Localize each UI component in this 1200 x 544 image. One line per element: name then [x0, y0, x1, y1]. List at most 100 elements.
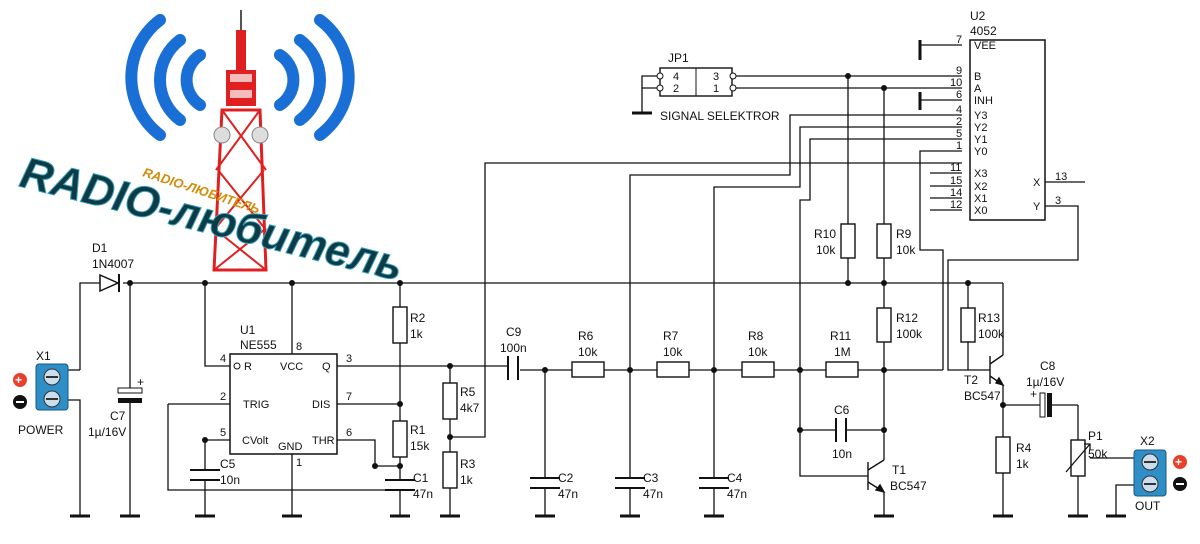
u1-pin-r: R [244, 361, 252, 373]
r8-value: 10k [748, 345, 768, 359]
jumper-jp1: JP1 4 2 3 1 SIGNAL SELEKTROR [656, 51, 780, 123]
component-labels: C5 10n R2 1k R1 15k C1 47n R5 4k7 R3 1k … [220, 227, 1108, 501]
u2-pin-number: 9 [956, 65, 962, 77]
r11-ref: R11 [830, 329, 851, 343]
r12-value: 100k [896, 327, 923, 341]
u1-pin-q: Q [322, 361, 331, 373]
c6-ref: C6 [834, 403, 850, 417]
d1-ref: D1 [92, 241, 108, 255]
r1-value: 15k [410, 439, 430, 453]
jp1-pin-number: 1 [713, 83, 719, 95]
p1-value: 50k [1088, 447, 1108, 461]
c5-value: 10n [220, 473, 240, 487]
resistor-r11 [825, 361, 859, 378]
u2-pin-x3: X3 [974, 168, 987, 180]
r10-ref: R10 [814, 227, 836, 241]
u2-pin-number: 3 [1055, 195, 1061, 207]
x2-ref: X2 [1140, 434, 1155, 448]
u2-pin-number: 6 [956, 89, 962, 101]
c2-value: 47n [558, 487, 578, 501]
r13-value: 100k [978, 327, 1005, 341]
u2-pin-y3: Y3 [974, 110, 987, 122]
resistor-r13 [960, 307, 976, 343]
r5-value: 4k7 [460, 401, 480, 415]
c4-ref: C4 [727, 471, 743, 485]
jp1-pin-number: 2 [673, 83, 679, 95]
r4-value: 1k [1016, 457, 1030, 471]
u2-pin-number: 2 [956, 116, 962, 128]
diode-d1: D1 1N4007 [92, 241, 134, 293]
c3-value: 47n [643, 487, 663, 501]
r1-ref: R1 [410, 423, 426, 437]
c8-ref: C8 [1040, 359, 1056, 373]
c9-value: 100n [500, 341, 527, 355]
u2-pin-x: X [1033, 177, 1041, 189]
u2-pin-number: 7 [956, 34, 962, 46]
r4-ref: R4 [1016, 441, 1032, 455]
u2-pin-number: 13 [1055, 171, 1067, 183]
u2-pin-number: 14 [950, 187, 962, 199]
logo-title: RADIO-любитель [16, 148, 409, 290]
c3-ref: C3 [643, 471, 659, 485]
logo: RADIO-ЛЮБИТЕЛЬ RADIO-любитель [15, 10, 409, 291]
u2-part: 4052 [970, 24, 997, 38]
terminal-x1: + X1 POWER [13, 349, 69, 437]
resistor-r8 [741, 361, 775, 378]
u2-pin-y2: Y2 [974, 122, 987, 134]
u2-pin-y1: Y1 [974, 134, 987, 146]
r11-value: 1M [834, 345, 851, 359]
c7-value: 1µ/16V [88, 425, 126, 439]
u1-pin-number: 3 [346, 353, 352, 365]
u2-pin-number: 15 [950, 175, 962, 187]
plus-icon [13, 373, 27, 387]
resistor-r12 [876, 307, 892, 343]
resistor-r2 [392, 306, 408, 344]
t2-ref: T2 [964, 373, 978, 387]
c4-value: 47n [727, 487, 747, 501]
u1-pin-dis: DIS [312, 399, 330, 411]
u2-pin-y: Y [1033, 201, 1041, 213]
u1-pin-number: 2 [220, 391, 226, 403]
u1-part: NE555 [240, 338, 277, 352]
u1-pin-number: 6 [346, 427, 352, 439]
u2-pin-number: 10 [950, 77, 962, 89]
u1-pin-gnd: GND [278, 441, 303, 453]
r6-ref: R6 [578, 329, 594, 343]
junctions [127, 73, 1006, 469]
svg-text:+: + [1030, 387, 1037, 401]
u2-pin-b: B [974, 71, 981, 83]
r6-value: 10k [578, 345, 598, 359]
x2-label: OUT [1135, 499, 1161, 513]
resistor-r6 [571, 361, 605, 378]
resistors [392, 223, 1086, 489]
u2-pin-a: A [974, 83, 982, 95]
resistor-r5 [442, 382, 458, 420]
transistor-t2 [989, 354, 1005, 387]
u2-pin-number: 1 [956, 140, 962, 152]
u1-pin-number: 4 [220, 353, 226, 365]
capacitor-c8: + [1030, 387, 1052, 418]
jp1-pin-number: 3 [713, 71, 719, 83]
r13-ref: R13 [978, 311, 1000, 325]
u1-pin-number: 1 [296, 457, 302, 469]
svg-text:+: + [137, 375, 144, 389]
ic-u2-4052: U2 4052 VEE B A INH Y3 Y2 Y1 Y0 X3 X2 X1… [950, 9, 1067, 221]
d1-value: 1N4007 [92, 257, 134, 271]
resistor-r4 [995, 436, 1011, 474]
resistor-r3 [442, 451, 458, 489]
c8-value: 1µ/16V [1026, 375, 1064, 389]
u2-pin-number: 4 [956, 104, 962, 116]
r5-ref: R5 [460, 385, 476, 399]
u1-pin-number: 5 [220, 427, 226, 439]
u2-pin-inh: INH [974, 95, 993, 107]
u1-pin-number: 8 [296, 341, 302, 353]
p1-wiper-icon [1065, 443, 1091, 473]
transistor-t1 [867, 459, 886, 494]
radio-tower-icon [212, 10, 269, 272]
r7-value: 10k [663, 345, 683, 359]
u2-pin-y0: Y0 [974, 146, 987, 158]
u1-pin-number: 7 [346, 391, 352, 403]
terminal-x2: + X2 OUT [1133, 434, 1187, 513]
jp1-label: SIGNAL SELEKTROR [660, 109, 780, 123]
